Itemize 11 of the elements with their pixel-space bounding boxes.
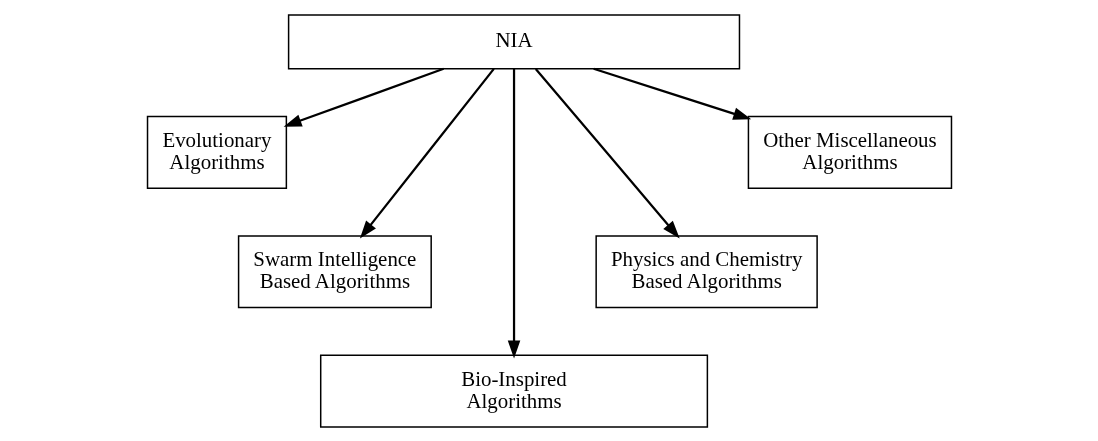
- node-box: Swarm Intelligence Based Algorithms: [237, 234, 432, 308]
- arrow: [359, 67, 495, 239]
- arrow: [283, 67, 444, 127]
- node-box: Evolutionary Algorithms: [146, 115, 287, 189]
- arrow: [534, 67, 680, 238]
- node-box: Bio-Inspired Algorithms: [319, 354, 708, 428]
- node-box: NIA: [287, 13, 740, 69]
- node-box: Physics and Chemistry Based Algorithms: [594, 234, 818, 308]
- arrow: [507, 68, 520, 359]
- node-box: Other Miscellaneous Algorithms: [747, 115, 952, 189]
- arrow: [592, 67, 751, 120]
